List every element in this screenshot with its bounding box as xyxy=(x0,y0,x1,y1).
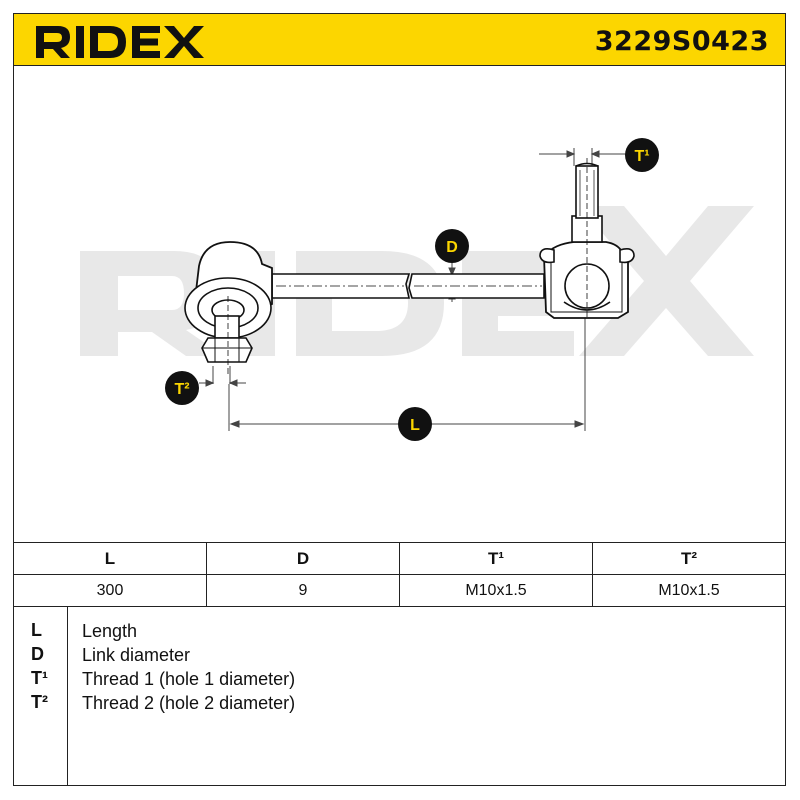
legend-key: L xyxy=(31,620,42,640)
spec-value-length: 300 xyxy=(13,574,207,607)
legend-item: D Link diameter xyxy=(13,644,786,668)
spec-table-header-row: L D T¹ T² xyxy=(13,542,786,575)
header-bar: 3229S0423 xyxy=(13,13,786,66)
spec-value-diameter: 9 xyxy=(206,574,400,607)
dimension-thread-1 xyxy=(539,148,626,166)
legend-item: T² Thread 2 (hole 2 diameter) xyxy=(13,692,786,716)
legend: L Length D Link diameter T¹ Thread 1 (ho… xyxy=(13,607,786,786)
spec-table-value-row: 300 9 M10x1.5 M10x1.5 xyxy=(13,574,786,607)
legend-key: T² xyxy=(31,692,48,712)
spec-value-thread-2: M10x1.5 xyxy=(592,574,786,607)
badge-t2-label: T² xyxy=(174,381,189,398)
spec-table: L D T¹ T² 300 9 M10x1.5 M10x1.5 xyxy=(13,542,786,607)
legend-key: D xyxy=(31,644,44,664)
spec-header-thread-2: T² xyxy=(592,542,786,575)
badge-t1-label: T¹ xyxy=(634,148,649,165)
spec-header-diameter: D xyxy=(206,542,400,575)
ridex-logo xyxy=(36,26,204,58)
badge-t2: T² xyxy=(165,371,199,405)
badge-d: D xyxy=(435,229,469,263)
spec-value-thread-1: M10x1.5 xyxy=(399,574,593,607)
legend-item: L Length xyxy=(13,620,786,644)
badge-t1: T¹ xyxy=(625,138,659,172)
stabilizer-link xyxy=(184,158,635,376)
badge-l: L xyxy=(398,407,432,441)
badge-d-label: D xyxy=(446,239,458,256)
legend-desc: Length xyxy=(82,621,138,641)
dimension-thread-2 xyxy=(199,366,246,387)
legend-divider xyxy=(67,607,68,786)
legend-key: T¹ xyxy=(31,668,48,688)
legend-desc: Thread 2 (hole 2 diameter) xyxy=(82,693,296,713)
legend-desc: Link diameter xyxy=(82,645,191,665)
legend-item: T¹ Thread 1 (hole 1 diameter) xyxy=(13,668,786,692)
spec-header-thread-1: T¹ xyxy=(399,542,593,575)
badge-l-label: L xyxy=(410,417,420,434)
spec-header-length: L xyxy=(13,542,207,575)
technical-drawing: T¹ D T² L xyxy=(80,138,754,441)
part-number: 3229S0423 xyxy=(594,26,769,57)
legend-desc: Thread 1 (hole 1 diameter) xyxy=(82,669,296,689)
